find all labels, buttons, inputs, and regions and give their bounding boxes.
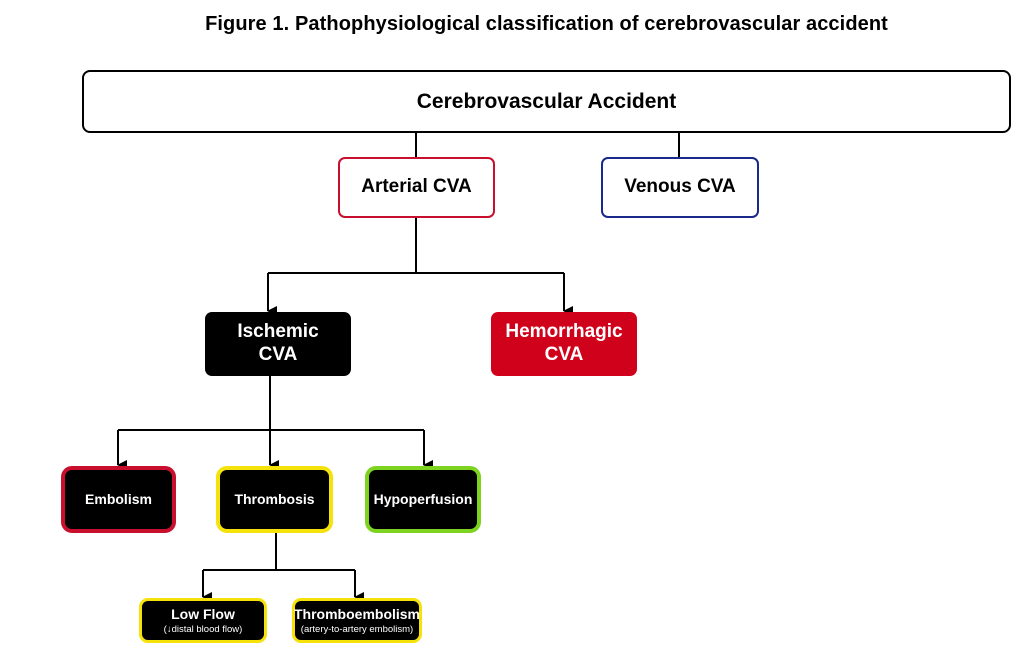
- node-label: Cerebrovascular Accident: [416, 89, 677, 113]
- node-cerebrovascular-accident: Cerebrovascular Accident: [82, 70, 1011, 133]
- node-venous-cva: Venous CVA: [601, 157, 759, 218]
- node-label: Venous CVA: [624, 176, 736, 198]
- node-label: Low Flow: [171, 605, 235, 622]
- node-label: Thromboembolism: [294, 605, 421, 622]
- node-label-line2: CVA: [544, 344, 584, 365]
- node-label-line2: CVA: [258, 344, 298, 365]
- node-label-line1: Ischemic: [237, 321, 319, 343]
- node-label: Arterial CVA: [361, 176, 472, 198]
- node-thromboembolism: Thromboembolism (artery-to-artery emboli…: [292, 598, 422, 643]
- node-thrombosis: Thrombosis: [216, 466, 333, 533]
- node-label: Embolism: [85, 491, 152, 508]
- node-label: Hypoperfusion: [373, 491, 473, 508]
- node-arterial-cva: Arterial CVA: [338, 157, 495, 218]
- node-hemorrhagic-cva: Hemorrhagic CVA: [491, 312, 637, 376]
- figure-title: Figure 1. Pathophysiological classificat…: [205, 13, 888, 35]
- node-low-flow: Low Flow (↓distal blood flow): [139, 598, 267, 643]
- node-label-line1: Hemorrhagic: [505, 321, 623, 343]
- node-label: Thrombosis: [234, 491, 315, 508]
- node-note: (↓distal blood flow): [163, 623, 243, 635]
- node-ischemic-cva: Ischemic CVA: [205, 312, 351, 376]
- node-embolism: Embolism: [61, 466, 176, 533]
- node-hypoperfusion: Hypoperfusion: [365, 466, 481, 533]
- node-note: (artery-to-artery embolism): [300, 623, 414, 635]
